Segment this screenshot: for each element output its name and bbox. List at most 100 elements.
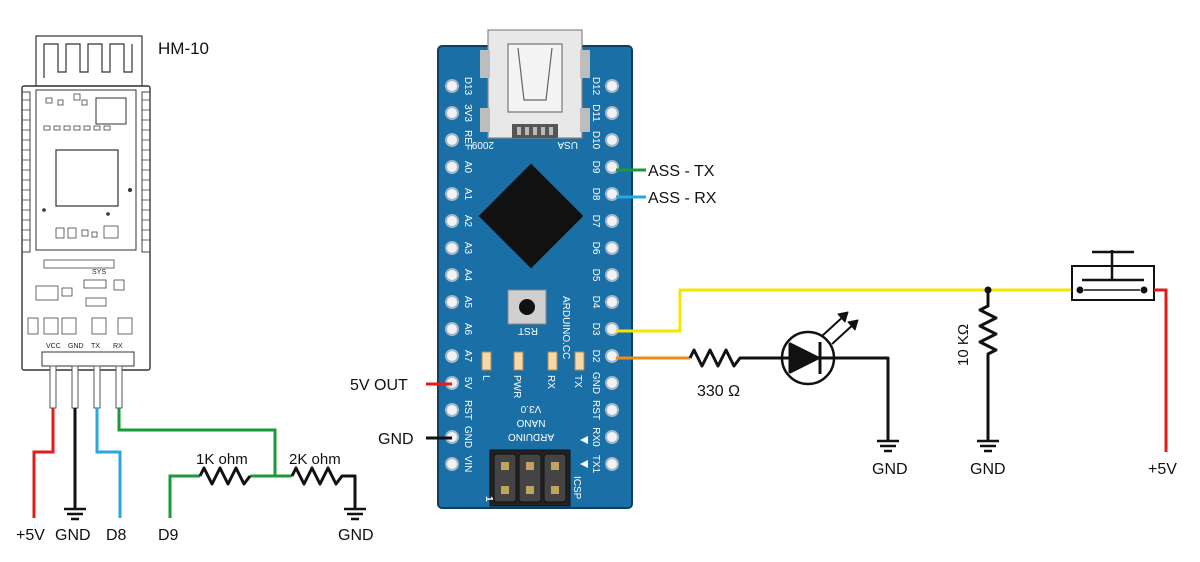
hm10-wires bbox=[32, 408, 277, 518]
voltage-divider bbox=[168, 466, 366, 521]
nano-left-pin-hole bbox=[445, 133, 459, 147]
divider-input-label: D9 bbox=[158, 527, 179, 544]
nano-left-pin-label: A7 bbox=[462, 350, 473, 363]
wire-button-5v bbox=[1154, 288, 1168, 452]
button-resistor-label: 10 KΩ bbox=[955, 324, 972, 366]
button-supply-label: +5V bbox=[1148, 461, 1177, 478]
led-gnd-label: GND bbox=[872, 461, 908, 478]
nano-right-pin-label: D3 bbox=[590, 323, 601, 336]
nano-left-pin-hole bbox=[445, 79, 459, 93]
led-circuit bbox=[688, 311, 890, 440]
hm10-terminal-5v: +5V bbox=[16, 527, 45, 544]
nano-usb-year: 2009 bbox=[471, 139, 494, 150]
nano-right-pin-hole bbox=[605, 376, 619, 390]
nano-right-pin-hole bbox=[605, 349, 619, 363]
nano-version: V3.0 bbox=[520, 403, 541, 414]
label-ass-tx: ASS - TX bbox=[648, 163, 715, 180]
resistor-330 bbox=[688, 348, 790, 368]
nano-left-pin-label: A0 bbox=[462, 161, 473, 174]
nano-right-pin-label: D10 bbox=[590, 131, 601, 150]
nano-left-pin-hole bbox=[445, 295, 459, 309]
nano-right-pin-label: D8 bbox=[590, 188, 601, 201]
nano-right-pin-hole bbox=[605, 430, 619, 444]
nano-right-pin-hole bbox=[605, 268, 619, 282]
nano-left-pin-hole bbox=[445, 106, 459, 120]
hm10-terminal-gnd: GND bbox=[55, 527, 91, 544]
nano-right-pin-label: D5 bbox=[590, 269, 601, 282]
nano-right-pin-hole bbox=[605, 403, 619, 417]
nano-left-pin-label: REF bbox=[462, 130, 473, 150]
nano-left-pin-label: A1 bbox=[462, 188, 473, 201]
nano-site-label: ARDUINO.CC bbox=[560, 296, 571, 359]
nano-right-pin-label: D12 bbox=[590, 77, 601, 96]
nano-icsp-pin1: 1 bbox=[483, 496, 494, 502]
nano-left-pin-label: RST bbox=[462, 400, 473, 420]
nano-right-pin-hole bbox=[605, 295, 619, 309]
nano-right-pin-hole bbox=[605, 322, 619, 336]
nano-right-pin-hole bbox=[605, 106, 619, 120]
nano-left-pin-label: A3 bbox=[462, 242, 473, 255]
nano-right-pin-hole bbox=[605, 133, 619, 147]
nano-name-line2: ARDUINO bbox=[508, 431, 554, 442]
led-resistor-label: 330 Ω bbox=[697, 383, 740, 400]
resistor-2k bbox=[290, 466, 357, 508]
nano-left-pin-label: A2 bbox=[462, 215, 473, 228]
label-ass-rx: ASS - RX bbox=[648, 190, 717, 207]
resistor-1k bbox=[198, 466, 252, 486]
nano-left-pin-label: A6 bbox=[462, 323, 473, 336]
nano-right-pin-label: GND bbox=[590, 372, 601, 394]
nano-rst-label: RST bbox=[518, 325, 538, 336]
nano-left-pin-hole bbox=[445, 403, 459, 417]
nano-left-pin-label: 3V3 bbox=[462, 104, 473, 122]
button-circuit bbox=[978, 290, 998, 440]
nano-led-label-l: L bbox=[480, 375, 491, 381]
nano-right-pin-hole bbox=[605, 457, 619, 471]
nano-right-pin-label: RST bbox=[590, 400, 601, 420]
nano-name-line1: NANO bbox=[516, 417, 545, 428]
nano-left-pin-hole bbox=[445, 349, 459, 363]
hm10-title: HM-10 bbox=[158, 39, 209, 58]
led-gnd-symbol bbox=[877, 439, 899, 453]
resistor-10k bbox=[978, 290, 998, 440]
nano-right-pin-label: D11 bbox=[590, 104, 601, 122]
hm10-tx-wire bbox=[95, 408, 122, 518]
divider-d9-wire bbox=[168, 474, 200, 518]
nano-right-pin-hole bbox=[605, 79, 619, 93]
nano-right-pin-label: RX0 bbox=[590, 427, 601, 447]
nano-left-pin-label: A4 bbox=[462, 269, 473, 282]
hm10-pin-label-rx: RX bbox=[113, 343, 123, 350]
nano-right-pin-hole bbox=[605, 187, 619, 201]
divider-gnd-label: GND bbox=[338, 527, 374, 544]
nano-led-label-tx: TX bbox=[572, 375, 583, 388]
nano-left-pin-hole bbox=[445, 322, 459, 336]
hm10-pin-label-vcc: VCC bbox=[46, 343, 61, 350]
nano-left-pin-hole bbox=[445, 241, 459, 255]
nano-connections bbox=[426, 168, 1072, 440]
nano-left-pin-label: D13 bbox=[462, 77, 473, 96]
nano-right-pin-hole bbox=[605, 214, 619, 228]
nano-right-pin-hole bbox=[605, 160, 619, 174]
label-gnd: GND bbox=[378, 431, 414, 448]
nano-left-pin-label: 5V bbox=[462, 377, 473, 390]
nano-left-pin-label: GND bbox=[462, 426, 473, 448]
nano-right-pin-label: D4 bbox=[590, 296, 601, 309]
divider-r1-label: 1K ohm bbox=[196, 451, 248, 468]
nano-left-pin-hole bbox=[445, 268, 459, 282]
nano-right-pin-label: D9 bbox=[590, 161, 601, 174]
label-5v-out: 5V OUT bbox=[350, 377, 408, 394]
divider-r2-label: 2K ohm bbox=[289, 451, 341, 468]
divider-gnd-symbol bbox=[344, 507, 366, 521]
nano-left-pin-hole bbox=[445, 214, 459, 228]
nano-left-pin-label: VIN bbox=[462, 456, 473, 473]
nano-left-pin-hole bbox=[445, 457, 459, 471]
nano-left-pin-hole bbox=[445, 160, 459, 174]
button-gnd-symbol bbox=[977, 439, 999, 453]
hm10-terminal-d8: D8 bbox=[106, 527, 127, 544]
nano-usb-country: USA bbox=[557, 139, 578, 150]
hm10-sys-label: SYS bbox=[92, 269, 106, 276]
wire-d3-button bbox=[616, 288, 1072, 333]
push-button[interactable] bbox=[1071, 250, 1155, 301]
